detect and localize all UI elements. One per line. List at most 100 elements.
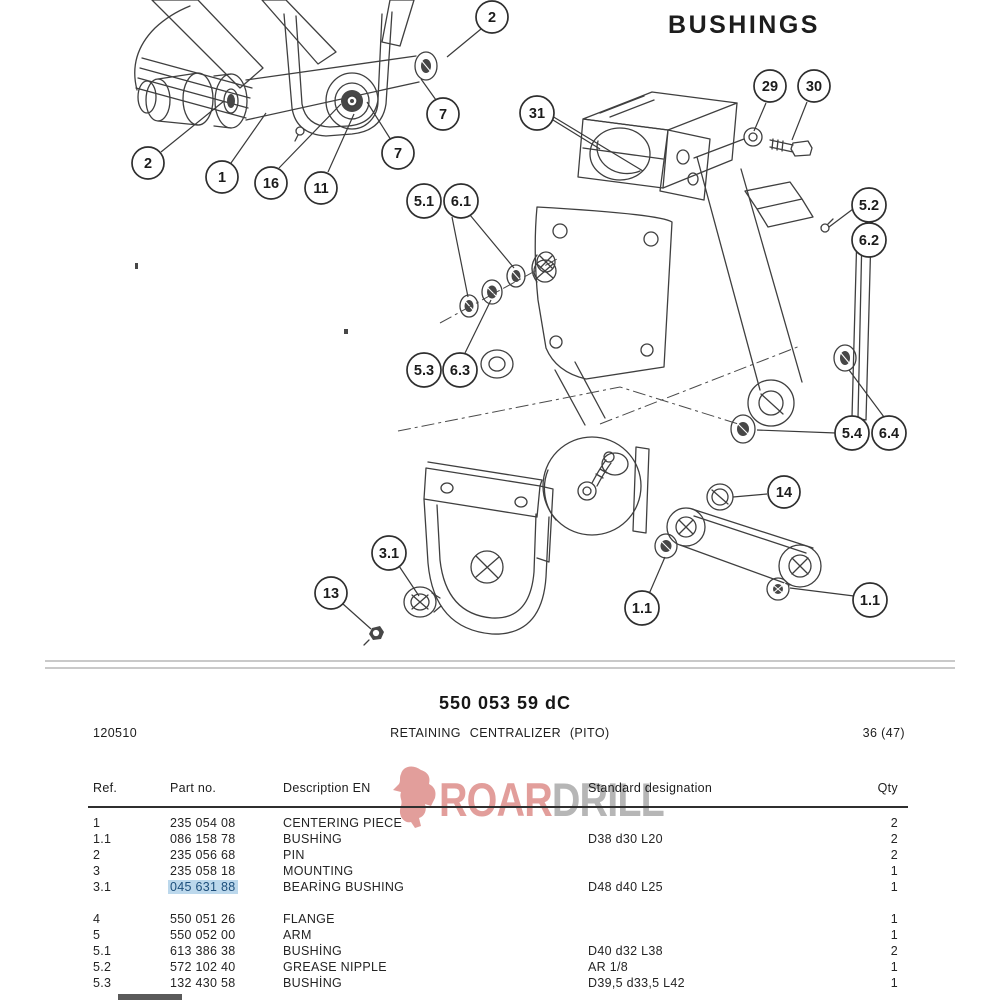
bushings-small-drawing [459, 251, 556, 318]
cell-part-no-highlighted[interactable]: 045 631 88 [168, 880, 238, 894]
svg-text:1.1: 1.1 [632, 601, 652, 617]
cropped-row-artifact [118, 994, 182, 1000]
svg-text:14: 14 [776, 485, 792, 501]
cell-qty: 2 [890, 944, 898, 958]
table-row-selected: 3.1 045 631 88 BEARİNG BUSHING D48 d40 L… [93, 879, 898, 895]
page-indicator: 36 (47) [862, 726, 905, 740]
callout-14: 14 [767, 475, 801, 509]
callout-13: 13 [314, 576, 348, 610]
mounting-plate-drawing [480, 156, 872, 444]
svg-text:13: 13 [323, 586, 339, 602]
callout-6-3: 6.3 [442, 352, 478, 388]
cell-ref: 4 [93, 912, 101, 926]
callout-5-4: 5.4 [834, 415, 870, 451]
callout-6-2: 6.2 [851, 222, 887, 258]
table-row: 5.1 613 386 38 BUSHİNG D40 d32 L38 2 [93, 943, 898, 959]
table-row: 1 235 054 08 CENTERING PIECE 2 [93, 815, 898, 831]
svg-text:1.1: 1.1 [860, 593, 880, 609]
cell-ref: 2 [93, 848, 101, 862]
cell-standard [588, 815, 828, 831]
parts-table: 1 235 054 08 CENTERING PIECE 2 1.1 086 1… [93, 815, 898, 991]
table-row: 5.2 572 102 40 GREASE NIPPLE AR 1/8 1 [93, 959, 898, 975]
svg-text:16: 16 [263, 176, 279, 192]
callout-31: 31 [519, 95, 555, 131]
watermark-animal-icon [393, 766, 436, 828]
document-number: 550 053 59 dC [438, 693, 572, 713]
svg-text:6.3: 6.3 [450, 363, 470, 379]
cell-standard [588, 847, 828, 863]
svg-text:2: 2 [488, 10, 496, 26]
col-header-qty: Qty [877, 781, 898, 795]
callout-5-3: 5.3 [406, 352, 442, 388]
callout-1-1-right: 1.1 [852, 582, 888, 618]
leader-lines [160, 28, 885, 630]
cell-part-no: 132 430 58 [170, 976, 236, 990]
callout-6-4: 6.4 [871, 415, 907, 451]
cell-standard: D48 d40 L25 [588, 880, 663, 894]
cell-description: GREASE NIPPLE [283, 960, 387, 974]
callout-5-1: 5.1 [406, 183, 442, 219]
cell-qty: 1 [890, 912, 898, 926]
table-row: 4 550 051 26 FLANGE 1 [93, 911, 898, 927]
svg-text:5.4: 5.4 [842, 426, 862, 442]
cell-qty: 1 [890, 960, 898, 974]
cell-standard [588, 911, 828, 927]
col-header-standard: Standard designation [588, 781, 713, 795]
svg-text:1: 1 [218, 170, 226, 186]
callout-30: 30 [797, 69, 831, 103]
cell-qty: 1 [890, 928, 898, 942]
cell-qty: 2 [890, 816, 898, 830]
cell-qty: 2 [890, 848, 898, 862]
table-row: 3 235 058 18 MOUNTING 1 [93, 863, 898, 879]
svg-text:5.2: 5.2 [859, 198, 879, 214]
callout-11: 11 [304, 171, 338, 205]
callout-6-1: 6.1 [443, 183, 479, 219]
cell-part-no: 572 102 40 [170, 960, 236, 974]
cell-qty: 1 [890, 976, 898, 990]
svg-text:6.1: 6.1 [451, 194, 471, 210]
section-divider-line-2 [45, 667, 955, 669]
svg-text:5.1: 5.1 [414, 194, 434, 210]
callout-7-upper: 7 [426, 97, 460, 131]
watermark: ROARDRILL [391, 763, 707, 833]
parts-diagram: BUSHINGS [131, 0, 907, 646]
cell-ref: 3 [93, 864, 101, 878]
svg-text:7: 7 [439, 107, 447, 123]
svg-text:5.3: 5.3 [414, 363, 434, 379]
callout-3-1: 3.1 [371, 535, 407, 571]
table-row: 5 550 052 00 ARM 1 [93, 927, 898, 943]
section-divider-line-1 [45, 660, 955, 662]
cell-qty: 2 [890, 832, 898, 846]
svg-text:29: 29 [762, 79, 778, 95]
cell-description: FLANGE [283, 912, 335, 926]
cell-description: BUSHİNG [283, 976, 343, 990]
watermark-text: ROARDRILL [439, 773, 665, 826]
cell-ref: 5 [93, 928, 101, 942]
callout-2: 2 [475, 0, 509, 34]
cell-description: BEARİNG BUSHING [283, 880, 405, 894]
link-arm-drawing [666, 483, 822, 601]
cell-qty: 1 [890, 880, 898, 894]
svg-text:6.2: 6.2 [859, 233, 879, 249]
svg-text:3.1: 3.1 [379, 546, 399, 562]
axis-lines [397, 258, 801, 432]
cell-part-no: 235 058 18 [170, 864, 236, 878]
svg-text:31: 31 [529, 106, 545, 122]
cell-qty: 1 [890, 864, 898, 878]
svg-text:7: 7 [394, 146, 402, 162]
svg-text:11: 11 [313, 181, 328, 197]
col-header-part-no: Part no. [170, 781, 217, 795]
cell-ref: 1 [93, 816, 101, 830]
cell-standard [588, 863, 828, 879]
table-header-row: Ref. Part no. Description EN Standard de… [93, 781, 898, 795]
table-row: 5.3 132 430 58 BUSHİNG D39,5 d33,5 L42 1 [93, 975, 898, 991]
cell-part-no: 550 052 00 [170, 928, 236, 942]
table-header-rule [88, 806, 908, 808]
cell-standard: D39,5 d33,5 L42 [588, 976, 685, 990]
cell-ref: 1.1 [93, 832, 112, 846]
cell-ref: 5.3 [93, 976, 112, 990]
cell-standard: D40 d32 L38 [588, 944, 663, 958]
cell-part-no: 086 158 78 [170, 832, 236, 846]
housing-block-drawing [577, 91, 814, 228]
callout-5-2: 5.2 [851, 187, 887, 223]
